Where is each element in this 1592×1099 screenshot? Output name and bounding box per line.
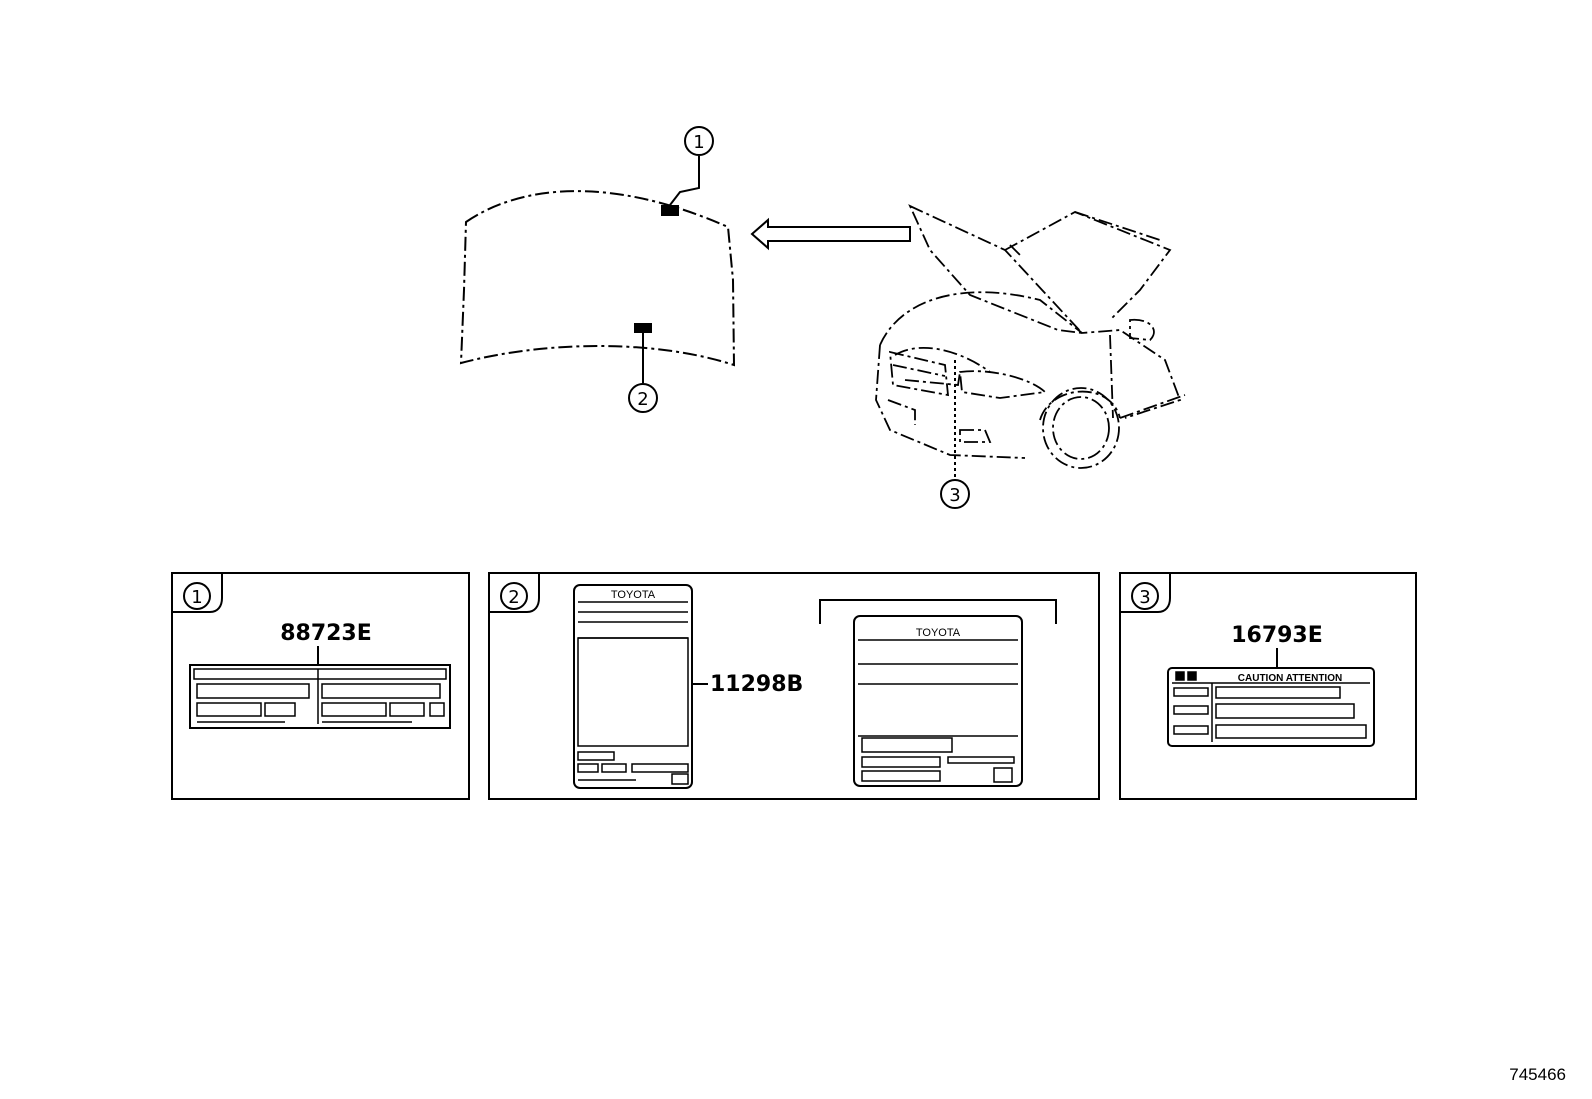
label-11298b-illustration [573, 584, 693, 789]
caution-text: CAUTION ATTENTION [1238, 673, 1342, 684]
label-brand-left: TOYOTA [611, 589, 656, 601]
callout-3[interactable]: 3 [940, 479, 970, 509]
label-marker-1 [661, 205, 679, 216]
svg-text:3: 3 [949, 485, 960, 506]
label-11298b-alt-illustration [853, 615, 1023, 787]
panel-1-number[interactable]: 1 [183, 582, 211, 610]
direction-arrow [750, 217, 911, 251]
panel-3-number[interactable]: 3 [1131, 582, 1159, 610]
svg-text:1: 1 [191, 587, 202, 608]
part-number-88723e[interactable]: 88723E [280, 621, 372, 646]
bracket [819, 599, 1057, 624]
label-brand-right: TOYOTA [916, 627, 961, 639]
part-number-16793e[interactable]: 16793E [1231, 623, 1323, 648]
callout-2[interactable]: 2 [628, 383, 658, 413]
svg-text:3: 3 [1139, 587, 1150, 608]
label-88723e-illustration [189, 664, 451, 729]
panel-2-number[interactable]: 2 [500, 582, 528, 610]
svg-text:2: 2 [508, 587, 519, 608]
svg-text:2: 2 [637, 389, 648, 410]
callout-1[interactable]: 1 [684, 126, 714, 156]
detail-panel-1: 1 88723E [171, 572, 470, 800]
detail-panel-3: 3 16793E CAUTION ATTENTION [1119, 572, 1417, 800]
label-16793e-illustration [1167, 667, 1375, 747]
part-number-11298b[interactable]: 11298B [710, 672, 803, 697]
detail-panel-2: 2 TOYOTA 11298B [488, 572, 1100, 800]
label-marker-2 [634, 323, 652, 333]
hood-illustration [459, 190, 736, 367]
svg-text:1: 1 [693, 132, 704, 153]
car-illustration [875, 204, 1186, 469]
diagram-id: 745466 [1509, 1065, 1566, 1084]
leader-line-1 [669, 156, 700, 206]
